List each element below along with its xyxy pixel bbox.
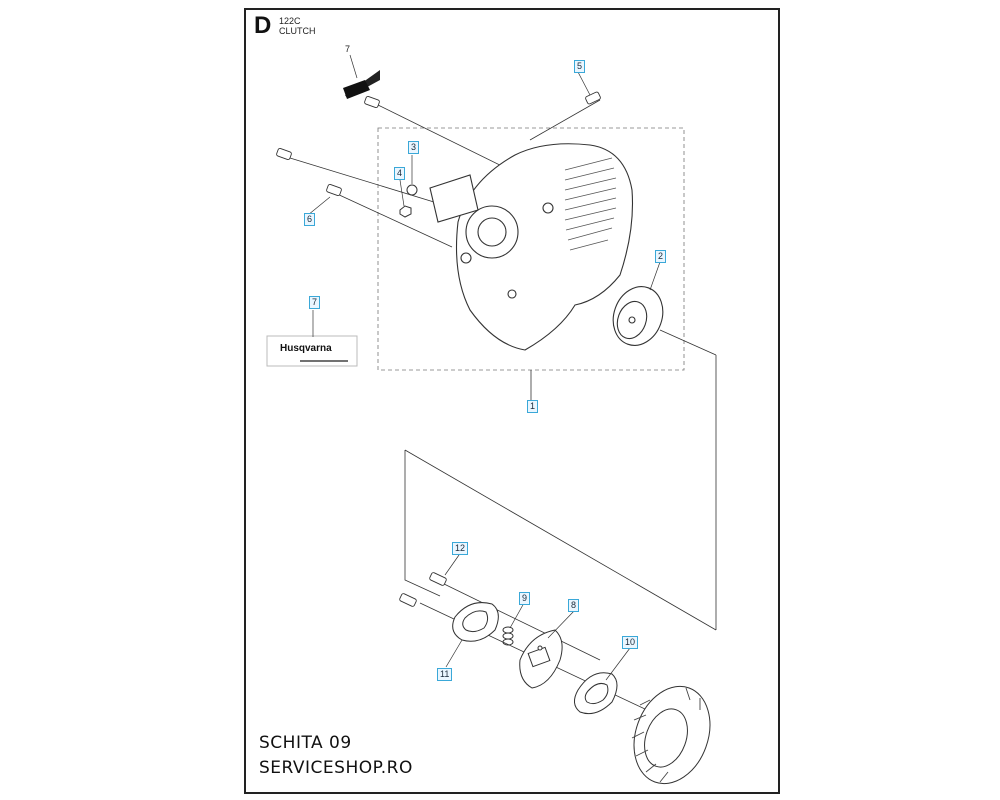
clutch-drum — [612, 286, 664, 346]
footer-website: SERVICESHOP.RO — [259, 758, 413, 778]
clutch-plate — [452, 602, 499, 642]
section-letter: D — [254, 12, 272, 39]
callout-4: 4 — [394, 167, 406, 180]
callout-7-decal: 7 — [309, 296, 321, 309]
model-number: 122C — [279, 16, 301, 26]
nut-icon — [399, 205, 412, 218]
callout-12: 12 — [452, 542, 469, 555]
callout-2: 2 — [655, 250, 667, 263]
callout-5: 5 — [574, 60, 586, 73]
callout-10: 10 — [622, 636, 639, 649]
callout-6: 6 — [304, 213, 316, 226]
section-title: CLUTCH — [279, 26, 316, 36]
section-heading: 122C CLUTCH — [279, 16, 316, 36]
flywheel — [631, 685, 711, 785]
screw-icon — [276, 91, 601, 197]
diagram-sheet — [244, 8, 780, 794]
washer-icon — [406, 184, 418, 196]
callout-3: 3 — [408, 141, 420, 154]
clutch-washer-plate — [574, 672, 618, 715]
callout-7-arrow: 7 — [345, 44, 351, 54]
decal-logo-text: Husqvarna — [280, 343, 332, 354]
footer-schema-number: SCHITA 09 — [259, 733, 352, 753]
callout-8: 8 — [568, 599, 580, 612]
callout-1: 1 — [527, 400, 539, 413]
screw-icon — [399, 572, 447, 607]
husqvarna-decal: Husqvarna — [266, 335, 358, 367]
clutch-shoes — [519, 629, 563, 689]
clutch-cover-housing — [429, 143, 634, 351]
clutch-spring — [502, 626, 514, 646]
callout-9: 9 — [519, 592, 531, 605]
callout-11: 11 — [437, 668, 453, 681]
